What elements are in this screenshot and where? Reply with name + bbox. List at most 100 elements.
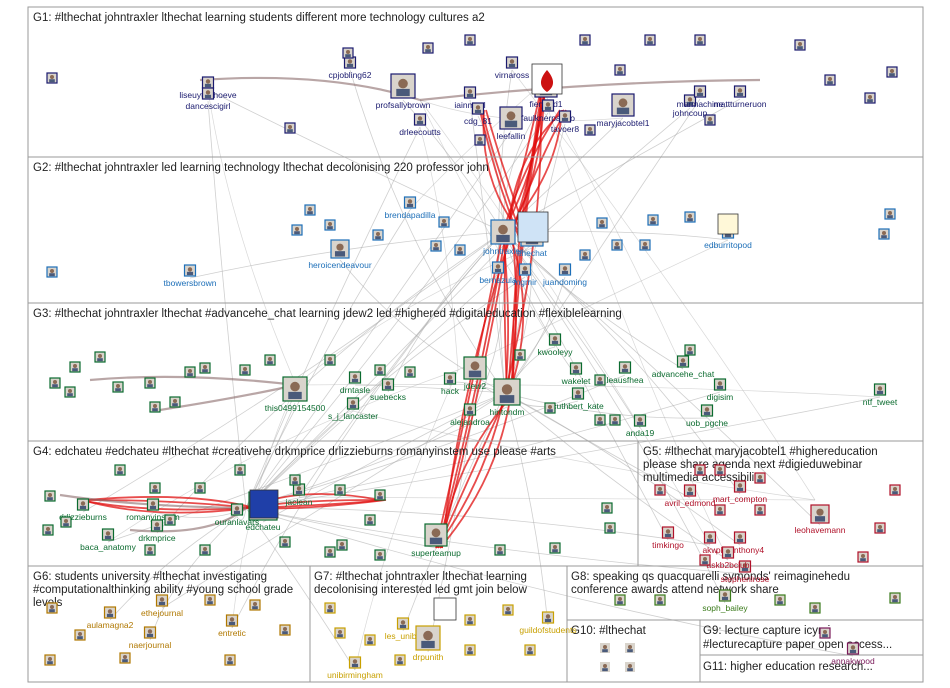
user-avatar-icon[interactable]	[144, 377, 156, 389]
node-label-this0499154500[interactable]: this0499154500	[265, 403, 326, 413]
user-avatar-icon[interactable]	[889, 484, 901, 496]
user-avatar-icon[interactable]	[713, 378, 727, 391]
node-label-drleecoutts[interactable]: drleecoutts	[399, 127, 441, 137]
user-avatar-icon[interactable]	[374, 489, 386, 501]
node-label-naerjournal[interactable]: naerjournal	[129, 640, 172, 650]
user-avatar-icon[interactable]	[46, 72, 58, 84]
user-avatar-icon[interactable]	[558, 263, 572, 276]
user-avatar-icon[interactable]	[584, 124, 596, 136]
user-avatar-icon[interactable]	[364, 634, 376, 646]
user-avatar-icon[interactable]	[633, 414, 647, 427]
user-avatar-icon[interactable]	[443, 372, 457, 385]
node-label-suebecks[interactable]: suebecks	[370, 392, 406, 402]
user-avatar-icon[interactable]	[415, 625, 441, 651]
user-avatar-icon[interactable]	[112, 381, 124, 393]
node-label-edchateu[interactable]: edchateu	[246, 522, 281, 532]
node-label-ntf-tweet[interactable]: ntf_tweet	[863, 397, 898, 407]
user-avatar-icon[interactable]	[464, 614, 476, 626]
user-avatar-icon[interactable]	[463, 403, 477, 416]
node-label-digisim[interactable]: digisim	[707, 392, 733, 402]
node-label-leausfhea[interactable]: leausfhea	[607, 375, 644, 385]
user-avatar-icon[interactable]	[342, 47, 354, 59]
node-label-heroicendeavour[interactable]: heroicendeavour	[308, 260, 371, 270]
user-avatar-icon[interactable]	[518, 263, 532, 276]
user-avatar-icon[interactable]	[64, 386, 76, 398]
user-avatar-icon[interactable]	[524, 644, 536, 656]
user-avatar-icon[interactable]	[886, 66, 898, 78]
user-avatar-icon[interactable]	[336, 539, 348, 551]
user-avatar-icon[interactable]	[60, 516, 72, 528]
user-avatar-icon[interactable]	[549, 542, 561, 554]
node-label-cpjobling62[interactable]: cpjobling62	[328, 70, 371, 80]
user-avatar-icon[interactable]	[548, 333, 562, 346]
user-avatar-icon[interactable]	[654, 594, 666, 606]
user-avatar-icon[interactable]	[618, 361, 632, 374]
node-label-baca-anatomy[interactable]: baca_anatomy	[80, 542, 137, 552]
user-avatar-icon[interactable]	[374, 549, 386, 561]
user-avatar-icon[interactable]	[846, 642, 860, 655]
user-avatar-icon[interactable]	[604, 522, 616, 534]
node-label-dancescigirl[interactable]: dancescigirl	[186, 101, 231, 111]
lthechat-logo-icon[interactable]	[517, 211, 549, 243]
user-avatar-icon[interactable]	[94, 351, 106, 363]
node-label-superteamup[interactable]: superteamup	[411, 548, 461, 558]
user-avatar-icon[interactable]	[184, 366, 196, 378]
node-label-virnaross[interactable]: virnaross	[495, 70, 529, 80]
user-avatar-icon[interactable]	[119, 652, 131, 664]
user-avatar-icon[interactable]	[330, 239, 350, 259]
node-label-askb2bclub[interactable]: askb2bclub	[706, 560, 749, 570]
user-avatar-icon[interactable]	[494, 544, 506, 556]
user-avatar-icon[interactable]	[824, 74, 836, 86]
user-avatar-icon[interactable]	[614, 64, 626, 76]
user-avatar-icon[interactable]	[464, 644, 476, 656]
user-avatar-icon[interactable]	[348, 656, 362, 669]
node-label-timkingo[interactable]: timkingo	[652, 540, 684, 550]
user-avatar-icon[interactable]	[857, 551, 869, 563]
user-avatar-icon[interactable]	[199, 544, 211, 556]
user-avatar-icon[interactable]	[343, 56, 357, 69]
user-avatar-icon[interactable]	[733, 531, 747, 544]
node-label-ethejournal[interactable]: ethejournal	[141, 608, 183, 618]
node-label-mattturneruon[interactable]: mattturneruon	[714, 99, 767, 109]
user-avatar-icon[interactable]	[684, 211, 696, 223]
node-label-leefallin[interactable]: leefallin	[497, 131, 526, 141]
user-avatar-icon[interactable]	[639, 239, 651, 251]
user-avatar-icon[interactable]	[291, 224, 303, 236]
user-avatar-icon[interactable]	[413, 113, 427, 126]
node-label-guildofstudents[interactable]: guildofstudents	[519, 625, 576, 635]
user-avatar-icon[interactable]	[754, 504, 766, 516]
user-avatar-icon[interactable]	[224, 654, 236, 666]
node-label-s-j-lancaster[interactable]: s_j_lancaster	[328, 411, 378, 421]
user-avatar-icon[interactable]	[103, 606, 117, 619]
user-avatar-icon[interactable]	[721, 546, 735, 559]
user-avatar-icon[interactable]	[390, 73, 416, 99]
user-avatar-icon[interactable]	[381, 378, 395, 391]
user-avatar-icon[interactable]	[714, 504, 726, 516]
user-avatar-icon[interactable]	[324, 219, 336, 231]
user-avatar-icon[interactable]	[403, 196, 417, 209]
node-label-wakelet[interactable]: wakelet	[561, 376, 591, 386]
user-avatar-icon[interactable]	[279, 624, 291, 636]
user-avatar-icon[interactable]	[884, 208, 896, 220]
user-avatar-icon[interactable]	[204, 594, 216, 606]
user-avatar-icon[interactable]	[464, 34, 476, 46]
user-avatar-icon[interactable]	[169, 396, 181, 408]
user-avatar-icon[interactable]	[601, 502, 613, 514]
user-avatar-icon[interactable]	[230, 503, 244, 516]
user-avatar-icon[interactable]	[164, 514, 176, 526]
user-avatar-icon[interactable]	[183, 264, 197, 277]
node-label-mart-compton[interactable]: mart_compton	[713, 494, 768, 504]
node-label-soph-bailey[interactable]: soph_bailey	[702, 603, 748, 613]
user-avatar-icon[interactable]	[289, 474, 301, 486]
user-avatar-icon[interactable]	[614, 594, 626, 606]
user-avatar-icon[interactable]	[150, 519, 164, 532]
user-avatar-icon[interactable]	[304, 204, 316, 216]
user-avatar-icon[interactable]	[683, 94, 697, 107]
eu-flag-logo-icon[interactable]	[249, 489, 279, 519]
node-label-drpunith[interactable]: drpunith	[413, 652, 444, 662]
user-avatar-icon[interactable]	[471, 102, 485, 115]
node-label-drlizzieburns[interactable]: drlizzieburns	[59, 512, 107, 522]
node-label-marmachine[interactable]: marmachine	[677, 99, 724, 109]
user-avatar-icon[interactable]	[754, 472, 766, 484]
node-label-uob-pgche[interactable]: uob_pgche	[686, 418, 728, 428]
